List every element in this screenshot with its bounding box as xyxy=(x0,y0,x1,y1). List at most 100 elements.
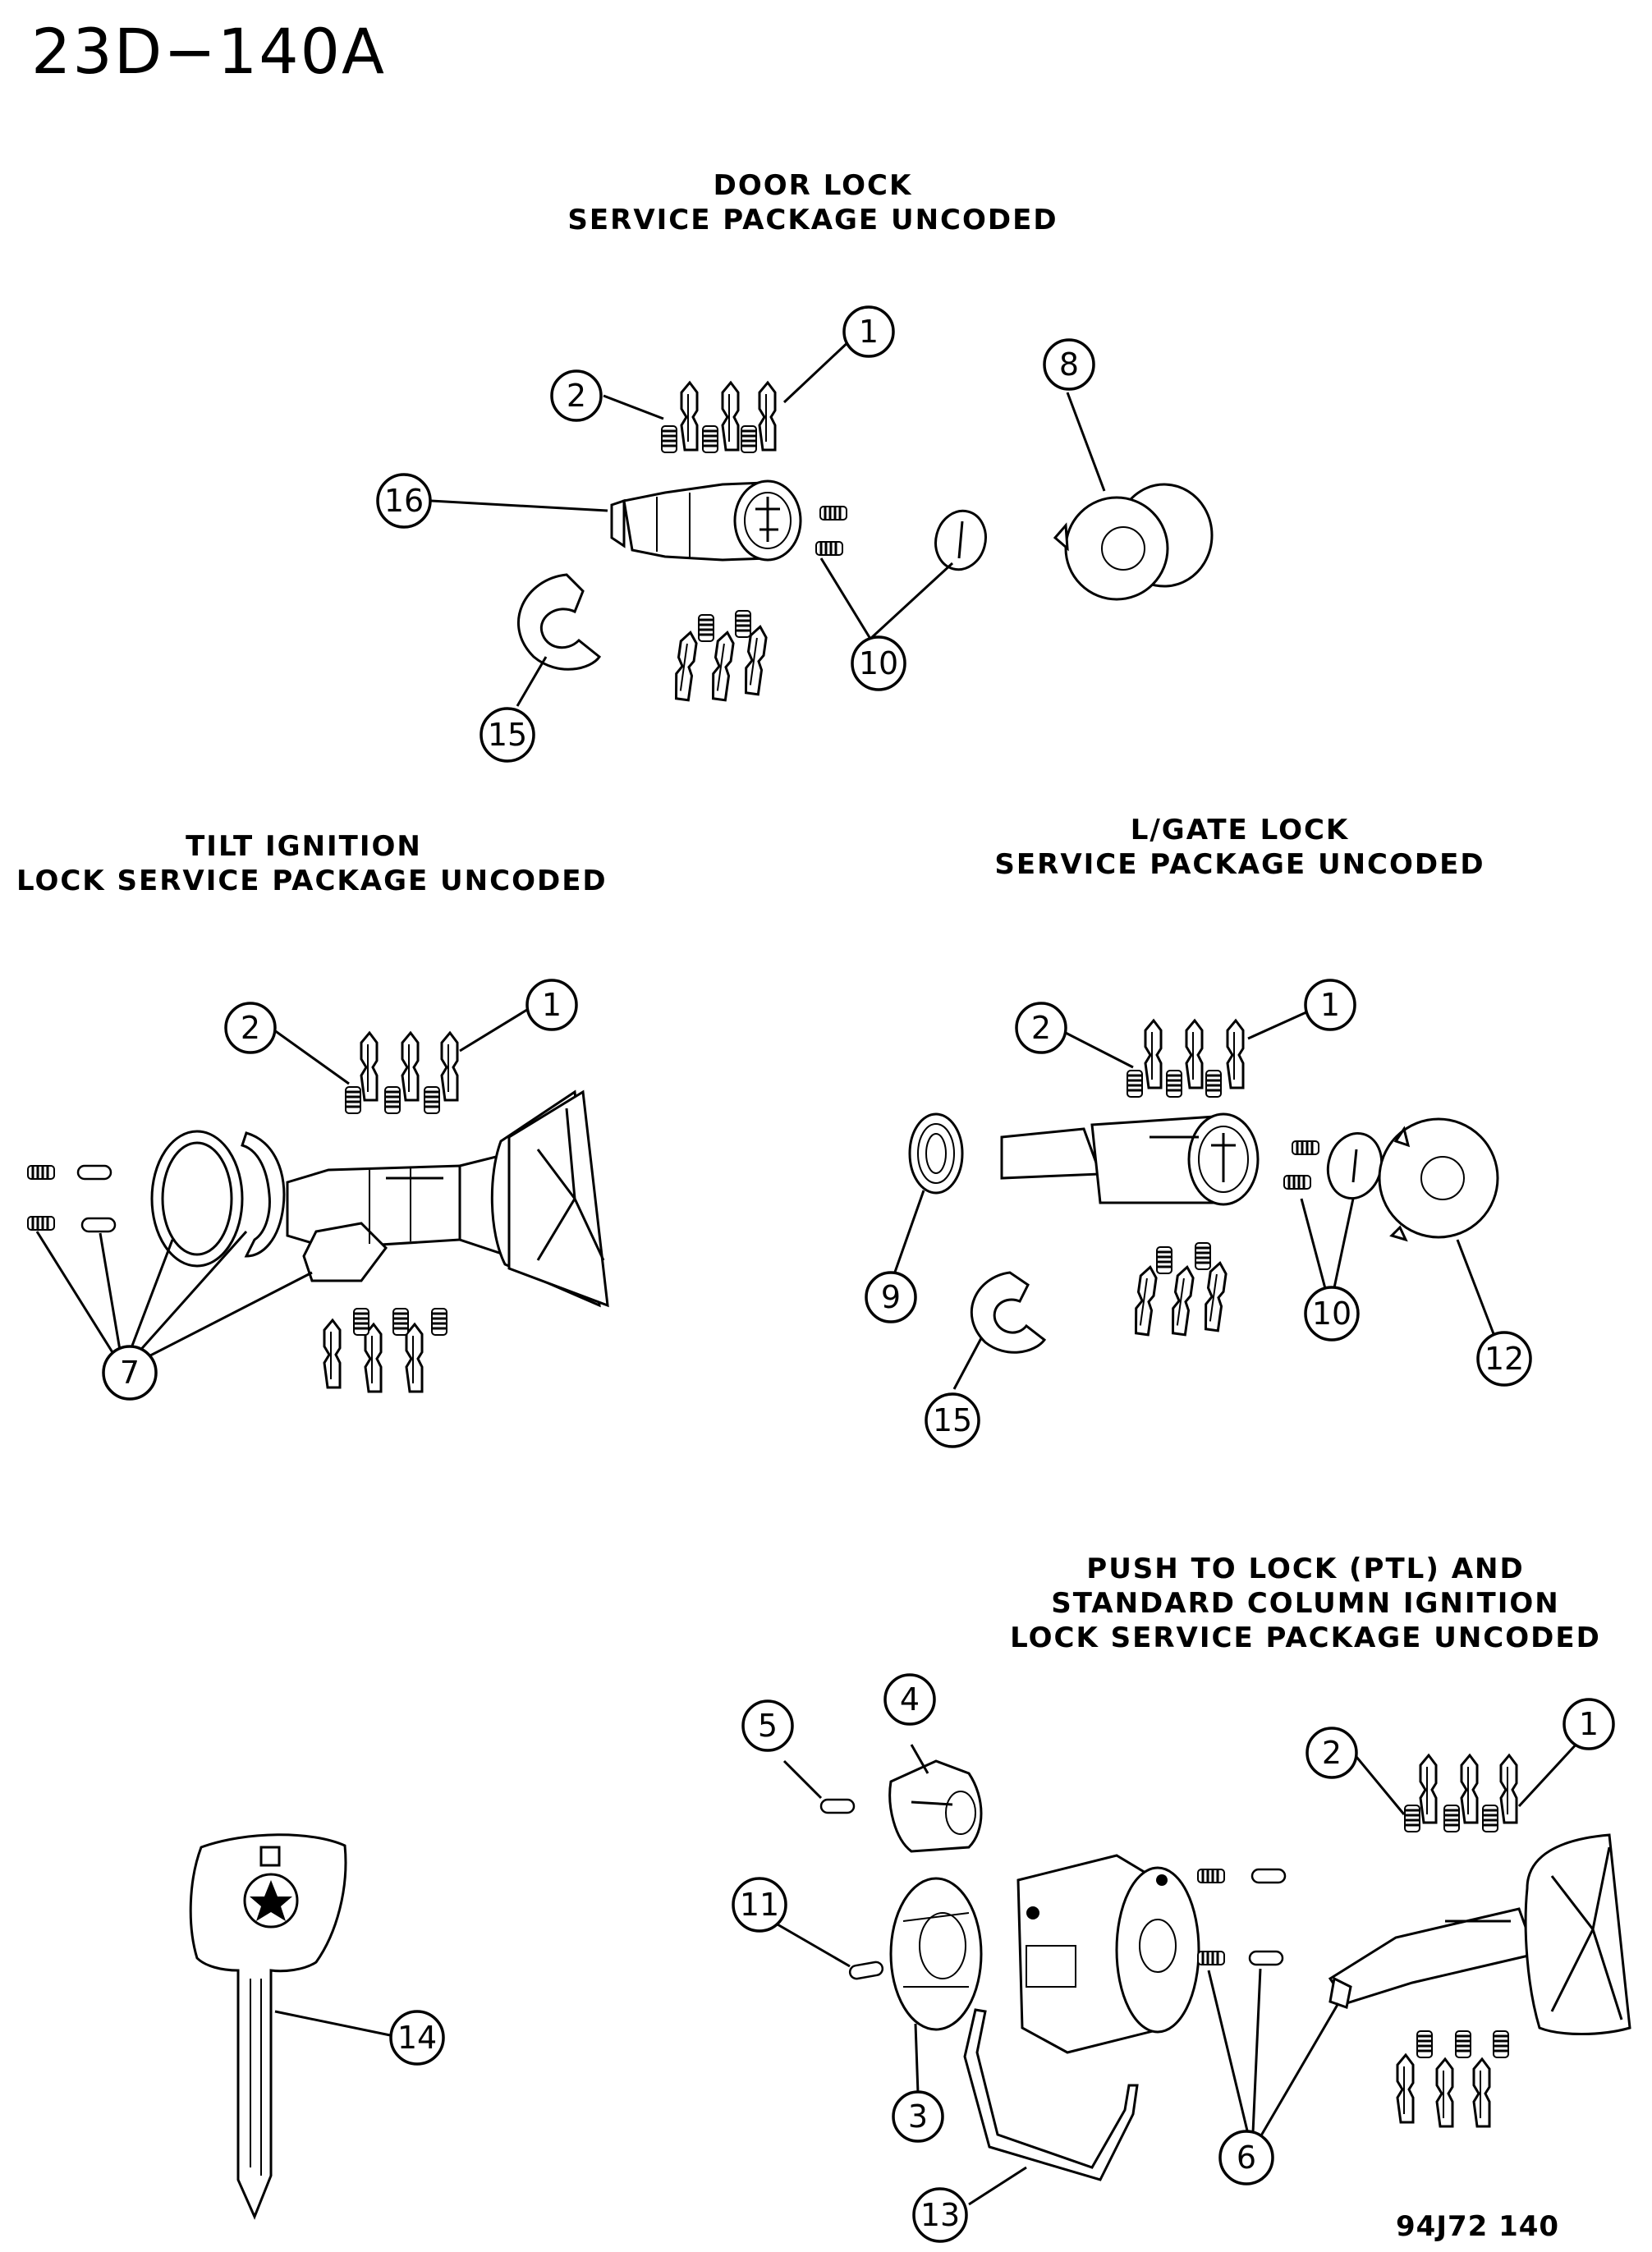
retainer-ring xyxy=(150,1130,244,1268)
svg-text:4: 4 xyxy=(900,1681,920,1718)
ignition-cylinder xyxy=(286,1152,527,1282)
callout-1: 1 xyxy=(1304,979,1356,1031)
callout-5: 5 xyxy=(741,1699,794,1752)
key-blank xyxy=(189,1833,395,2220)
callout-2: 2 xyxy=(550,369,603,422)
escutcheon-ring xyxy=(1053,483,1214,601)
callout-15: 15 xyxy=(480,707,535,763)
svg-text:11: 11 xyxy=(740,1887,779,1923)
svg-text:8: 8 xyxy=(1059,346,1079,383)
key-head-cap xyxy=(490,1089,609,1308)
actuator-rod xyxy=(963,2008,1139,2181)
dust-cap xyxy=(934,509,987,571)
spring xyxy=(1196,1950,1226,1966)
spring xyxy=(815,540,844,557)
tilt-ignition-assembly xyxy=(26,1004,609,1393)
callout-12: 12 xyxy=(1476,1331,1532,1387)
lock-cylinder xyxy=(610,479,802,562)
callout-1: 1 xyxy=(525,979,578,1031)
lock-housing xyxy=(1016,1854,1200,2054)
title-line: DOOR LOCK xyxy=(713,169,913,202)
callout-2: 2 xyxy=(1306,1727,1358,1779)
svg-text:10: 10 xyxy=(859,645,898,681)
tumbler-set xyxy=(1131,1241,1229,1337)
ptl-lock-assembly xyxy=(771,1729,1631,2206)
retainer-plate xyxy=(889,1877,983,2031)
svg-text:1: 1 xyxy=(1320,987,1340,1023)
title-line: LOCK SERVICE PACKAGE UNCODED xyxy=(1010,1621,1601,1654)
escutcheon-ring xyxy=(1378,1117,1499,1242)
callout-6: 6 xyxy=(1218,2130,1274,2185)
lgate-lock-title: L/GATE LOCK SERVICE PACKAGE UNCODED xyxy=(952,813,1527,882)
svg-text:10: 10 xyxy=(1312,1296,1351,1332)
tumbler-set xyxy=(1126,1019,1245,1098)
svg-text:2: 2 xyxy=(1031,1010,1051,1046)
callout-3: 3 xyxy=(892,2090,944,2143)
lock-cylinder xyxy=(1000,1112,1260,1206)
door-lock-assembly xyxy=(430,337,1214,707)
callout-9: 9 xyxy=(865,1271,917,1323)
callout-7: 7 xyxy=(102,1345,158,1401)
lgate-lock-assembly xyxy=(892,1007,1503,1390)
dust-cap xyxy=(1326,1131,1384,1200)
ptl-lock-title: PUSH TO LOCK (PTL) AND STANDARD COLUMN I… xyxy=(977,1552,1634,1655)
pin xyxy=(847,1960,885,1981)
pin xyxy=(76,1164,112,1181)
door-lock-title: DOOR LOCK SERVICE PACKAGE UNCODED xyxy=(525,168,1100,237)
spring xyxy=(26,1215,56,1231)
callout-1: 1 xyxy=(1563,1698,1615,1750)
callout-13: 13 xyxy=(912,2187,968,2243)
callout-2: 2 xyxy=(1015,1002,1067,1054)
callout-10: 10 xyxy=(851,635,906,691)
callout-10: 10 xyxy=(1304,1286,1360,1342)
callout-16: 16 xyxy=(376,473,432,529)
svg-text:13: 13 xyxy=(920,2197,960,2233)
title-line: LOCK SERVICE PACKAGE UNCODED xyxy=(16,865,608,897)
tumbler-set xyxy=(1396,2030,1510,2128)
lock-lever xyxy=(888,1759,983,1853)
callout-2: 2 xyxy=(224,1002,277,1054)
tilt-ignition-title: TILT IGNITION LOCK SERVICE PACKAGE UNCOD… xyxy=(16,829,608,898)
title-line: SERVICE PACKAGE UNCODED xyxy=(994,848,1485,881)
callout-14: 14 xyxy=(389,2010,445,2066)
svg-text:16: 16 xyxy=(384,483,424,519)
pin xyxy=(1248,1950,1284,1966)
tumbler-set xyxy=(672,609,769,702)
tumbler-set xyxy=(323,1307,448,1393)
svg-text:2: 2 xyxy=(567,378,586,414)
svg-text:12: 12 xyxy=(1485,1341,1524,1377)
callout-8: 8 xyxy=(1043,338,1095,391)
callout-1: 1 xyxy=(842,305,895,358)
tumbler-set xyxy=(660,381,777,454)
pin xyxy=(80,1217,117,1233)
svg-text:6: 6 xyxy=(1237,2140,1256,2176)
footer-code: 94J72 140 xyxy=(1396,2210,1560,2243)
ignition-cylinder xyxy=(1328,1907,1537,2009)
spring xyxy=(1283,1174,1312,1190)
title-line: TILT IGNITION xyxy=(186,830,422,863)
svg-text:2: 2 xyxy=(241,1010,260,1046)
spring xyxy=(1196,1868,1226,1884)
page-code: 23D−140A xyxy=(31,15,386,88)
svg-text:1: 1 xyxy=(542,987,562,1023)
tumbler-set xyxy=(1403,1754,1518,1833)
svg-text:9: 9 xyxy=(881,1279,901,1315)
spring xyxy=(1291,1140,1320,1156)
callout-15: 15 xyxy=(925,1392,980,1448)
svg-text:5: 5 xyxy=(758,1708,778,1744)
svg-text:2: 2 xyxy=(1322,1735,1342,1771)
pin xyxy=(1250,1868,1287,1884)
tumbler-set xyxy=(344,1031,459,1115)
svg-text:3: 3 xyxy=(908,2098,928,2135)
svg-text:15: 15 xyxy=(933,1402,972,1438)
title-line: STANDARD COLUMN IGNITION xyxy=(1051,1587,1560,1620)
spring xyxy=(26,1164,56,1181)
retaining-clip xyxy=(970,1271,1047,1354)
key-head-cap xyxy=(1524,1833,1631,2035)
callout-4: 4 xyxy=(883,1673,936,1726)
callout-11: 11 xyxy=(732,1877,787,1933)
svg-text:7: 7 xyxy=(120,1355,140,1391)
pin xyxy=(819,1798,856,1814)
svg-text:15: 15 xyxy=(488,717,527,753)
